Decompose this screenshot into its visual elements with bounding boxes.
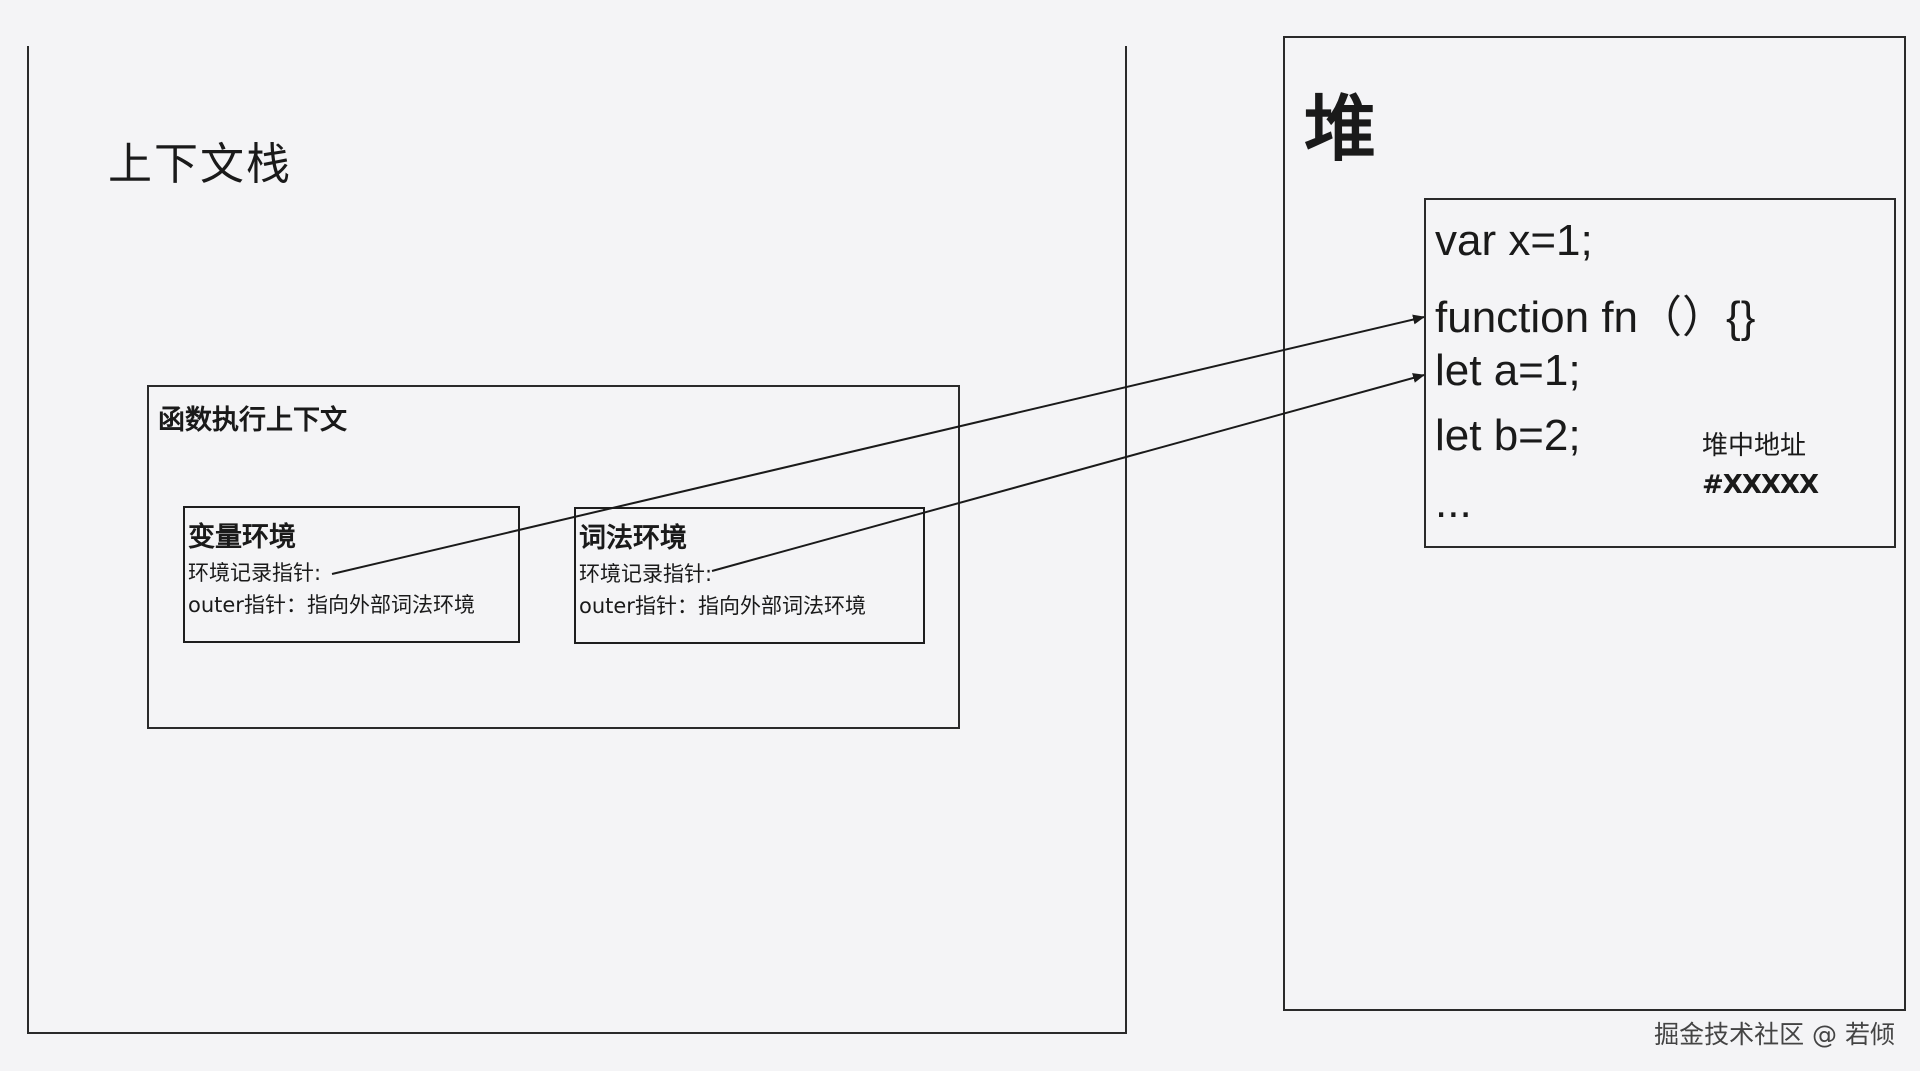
variable-environment-record-pointer: 环境记录指针: <box>188 561 322 585</box>
heap-address-value: #XXXXX <box>1702 470 1819 500</box>
heap-address-label: 堆中地址 <box>1702 431 1807 461</box>
code-line-let-a: let a=1; <box>1435 346 1581 395</box>
function-execution-context-title: 函数执行上下文 <box>158 405 347 436</box>
code-line-var-x: var x=1; <box>1435 216 1593 265</box>
heap-frame <box>1283 36 1906 1011</box>
variable-env-pointer-arrow <box>331 314 1425 575</box>
variable-environment-title: 变量环境 <box>188 522 296 553</box>
variable-environment-box <box>183 506 520 643</box>
lexical-environment-title: 词法环境 <box>579 523 687 554</box>
heap-code-box <box>1424 198 1896 548</box>
context-stack-frame <box>27 46 1127 1034</box>
heap-title: 堆 <box>1304 87 1377 171</box>
code-line-ellipsis: ... <box>1435 478 1472 527</box>
footer-watermark: 掘金技术社区 @ 若倾 <box>1654 1020 1895 1049</box>
lexical-environment-box <box>574 507 925 644</box>
context-stack-title: 上下文栈 <box>108 139 292 190</box>
variable-environment-outer-pointer: outer指针：指向外部词法环境 <box>188 593 475 617</box>
lexical-environment-outer-pointer: outer指针：指向外部词法环境 <box>579 594 866 618</box>
code-line-let-b: let b=2; <box>1435 411 1581 460</box>
lexical-env-pointer-arrow <box>711 373 1425 572</box>
lexical-environment-record-pointer: 环境记录指针: <box>579 562 713 586</box>
function-execution-context-box <box>147 385 960 729</box>
code-line-function-fn: function fn（）{} <box>1435 293 1756 342</box>
